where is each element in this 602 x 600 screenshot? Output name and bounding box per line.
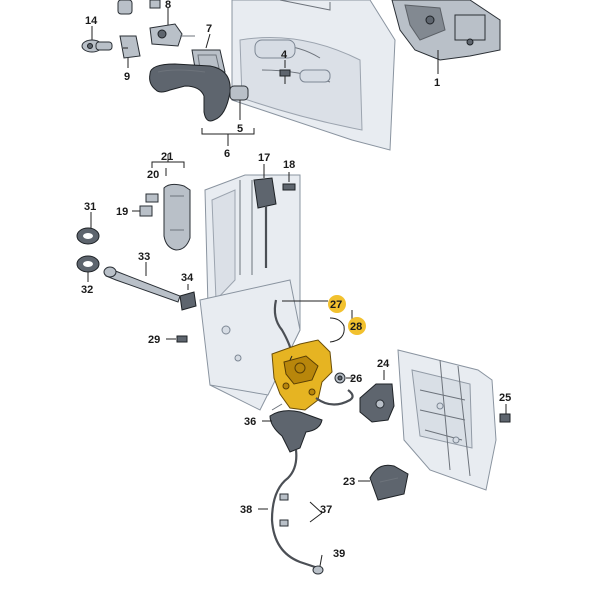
part-34-clip (179, 284, 197, 311)
callout-32: 32 (81, 284, 93, 296)
callout-27-highlight (328, 295, 346, 313)
callout-27: 27 (330, 299, 342, 311)
door-pillar-structure (397, 349, 497, 491)
top-clip-parts (117, 0, 161, 15)
part-19-clip (132, 205, 153, 217)
callout-9: 9 (124, 71, 130, 83)
callout-8: 8 (165, 0, 171, 11)
callout-4: 4 (281, 49, 288, 61)
part-33-operating-rod (103, 262, 181, 303)
part-29-screw (166, 335, 188, 343)
part-32-escutcheon (76, 255, 100, 282)
callout-39: 39 (333, 548, 345, 560)
bracket-6 (201, 128, 255, 146)
callout-23: 23 (343, 476, 355, 488)
callout-25: 25 (499, 392, 511, 404)
part-14-handle-insert (81, 26, 113, 53)
part-1-lock-mechanism (391, 0, 501, 74)
callout-24: 24 (377, 358, 390, 370)
upper-door-panel (231, 0, 396, 151)
callout-21: 21 (161, 151, 173, 163)
part-26-connector (334, 372, 346, 384)
part-18-screw (282, 172, 296, 191)
callout-28-highlight (348, 317, 366, 335)
part-8-lock-cylinder (149, 8, 195, 47)
callout-1: 1 (434, 77, 440, 89)
callout-36: 36 (244, 416, 256, 428)
part-21-inner-handle (163, 183, 191, 251)
part-25-screw (499, 404, 511, 423)
callout-5: 5 (237, 123, 243, 135)
callout-labels: 1 4 5 6 7 8 9 14 17 18 19 20 21 23 24 25… (81, 0, 511, 560)
callout-7: 7 (206, 23, 212, 35)
callout-28: 28 (350, 321, 362, 333)
callout-38: 38 (240, 504, 252, 516)
callout-14: 14 (85, 15, 98, 27)
callout-19: 19 (116, 206, 128, 218)
callout-29: 29 (148, 334, 160, 346)
callout-34: 34 (181, 272, 194, 284)
exterior-door-handle (149, 63, 231, 122)
part-5-cap (229, 85, 249, 120)
part-38-bowden-cable (258, 449, 324, 575)
callout-31: 31 (84, 201, 96, 213)
part-17-rod-assembly (253, 164, 277, 268)
callout-6: 6 (224, 148, 230, 160)
part-24-latch (359, 370, 395, 423)
callout-18: 18 (283, 159, 295, 171)
part-31-escutcheon (76, 212, 100, 245)
callout-26: 26 (350, 373, 362, 385)
door-lock-body (271, 339, 354, 411)
part-23-striker-plate (358, 464, 409, 501)
callout-33: 33 (138, 251, 150, 263)
callout-37: 37 (320, 504, 332, 516)
part-20-clip (145, 193, 159, 203)
part-4-screw (279, 60, 291, 84)
callout-20: 20 (147, 169, 159, 181)
part-9-bracket (119, 35, 141, 68)
bracket-21 (151, 154, 185, 168)
callout-17: 17 (258, 152, 270, 164)
part-36-release-lever (262, 410, 323, 453)
